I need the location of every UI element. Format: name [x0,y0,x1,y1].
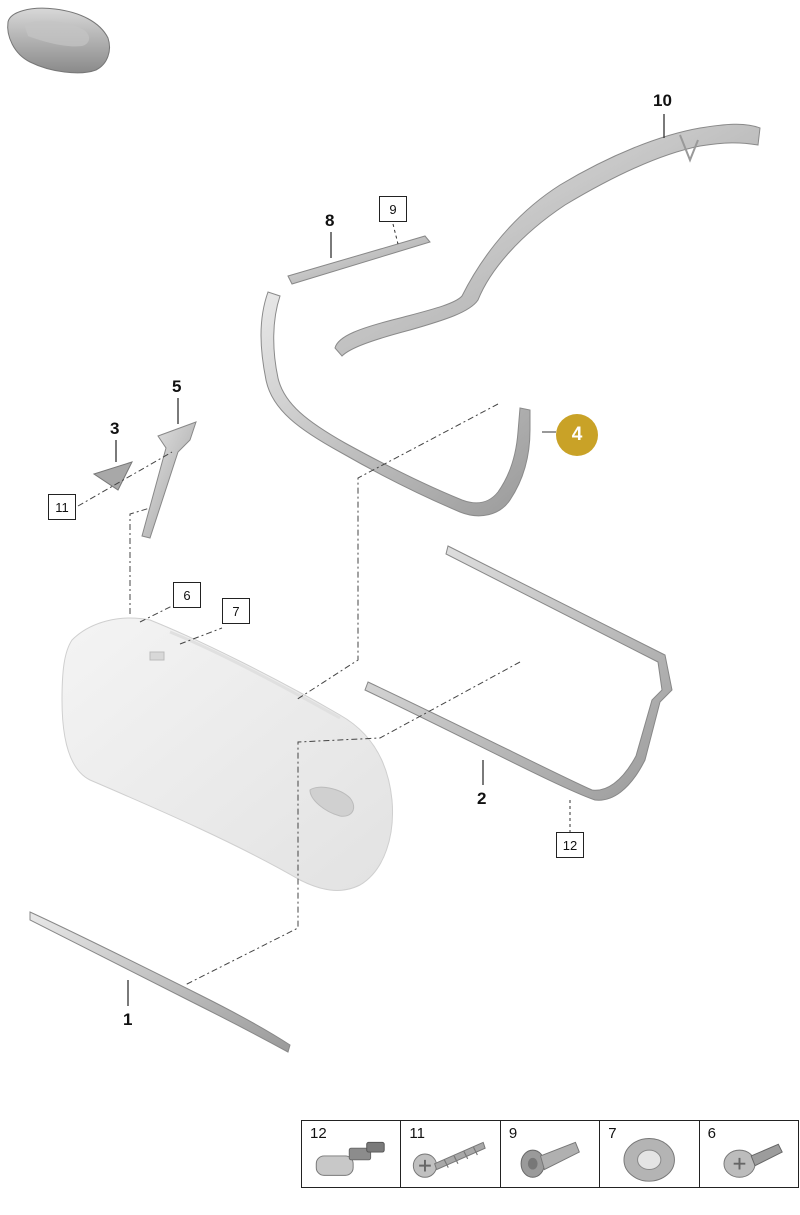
boxed-callout-12: 12 [556,832,584,858]
hardware-cell-9[interactable]: 9 [499,1121,599,1187]
assembly-lines [77,403,521,986]
screw-icon [413,1141,487,1178]
bolt-icon [520,1141,580,1178]
part-3-mirror-triangle [92,461,133,491]
boxed-callout-9: 9 [379,196,407,222]
highlighted-part-badge[interactable]: 4 [556,414,598,456]
hardware-label: 12 [310,1125,327,1142]
part-8-channel-strip [287,235,431,285]
callout-3: 3 [110,419,120,438]
hardware-label: 6 [707,1125,716,1142]
part-10-roof-seal [334,123,761,357]
hardware-cell-12[interactable]: 12 [302,1121,400,1187]
door-panel [61,617,393,891]
boxed-callout-11: 11 [48,494,76,520]
hardware-cell-6[interactable]: 6 [698,1121,798,1187]
washer-icon [623,1137,676,1182]
hardware-label: 7 [608,1125,617,1142]
hardware-label: 9 [508,1125,518,1142]
boxed-callout-7: 7 [222,598,250,624]
callout-5: 5 [172,377,182,396]
callout-10: 10 [653,91,672,110]
hardware-cell-11[interactable]: 11 [400,1121,499,1187]
callout-8: 8 [325,211,335,230]
callout-1: 1 [123,1010,133,1029]
flange-screw-icon [723,1143,783,1178]
boxed-callout-6: 6 [173,582,201,608]
part-1-belt-strip [29,911,291,1053]
leader-line-9 [392,223,399,245]
part-5-window-trim [141,421,197,539]
vehicle-thumbnail-icon [7,7,110,74]
part-4-frame-seal [260,291,531,517]
hardware-table: 12 11 9 7 6 [301,1120,799,1188]
hardware-cell-7[interactable]: 7 [599,1121,698,1187]
clip-fastener-icon [315,1141,385,1176]
callout-2: 2 [477,789,487,808]
part-2-lower-seal [364,545,673,801]
hardware-label: 11 [409,1125,425,1142]
